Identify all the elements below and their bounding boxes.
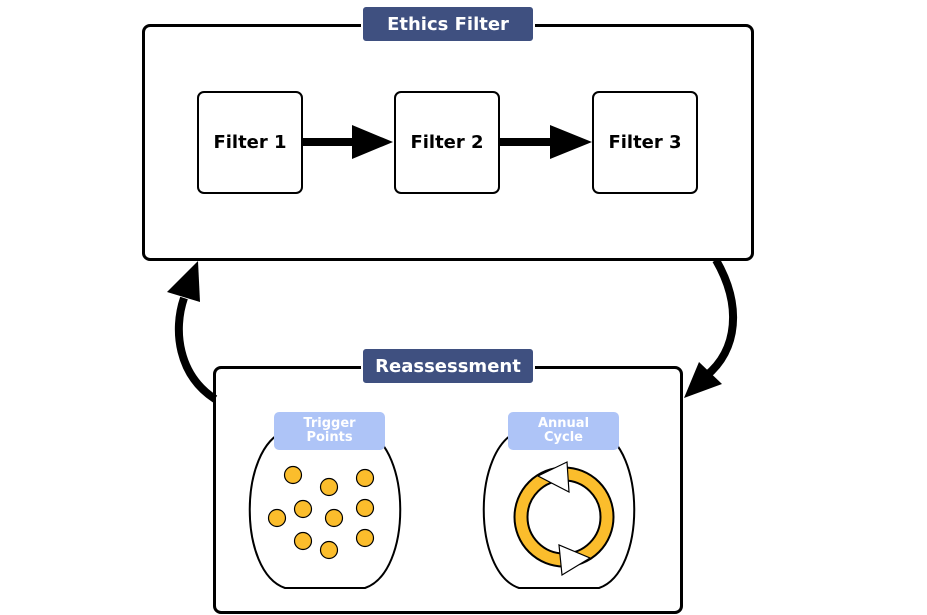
- curved-arrow-up-icon: [167, 261, 218, 403]
- filter-1-box: Filter 1: [197, 91, 303, 194]
- trigger-points-label: Trigger Points: [274, 412, 385, 450]
- filter-2-box: Filter 2: [394, 91, 500, 194]
- reassessment-panel: [213, 366, 683, 614]
- filter-3-box: Filter 3: [592, 91, 698, 194]
- ethics-filter-title: Ethics Filter: [361, 5, 535, 43]
- annual-cycle-label: Annual Cycle: [508, 412, 619, 450]
- curved-arrow-down-icon: [684, 258, 738, 398]
- reassessment-title: Reassessment: [361, 347, 535, 385]
